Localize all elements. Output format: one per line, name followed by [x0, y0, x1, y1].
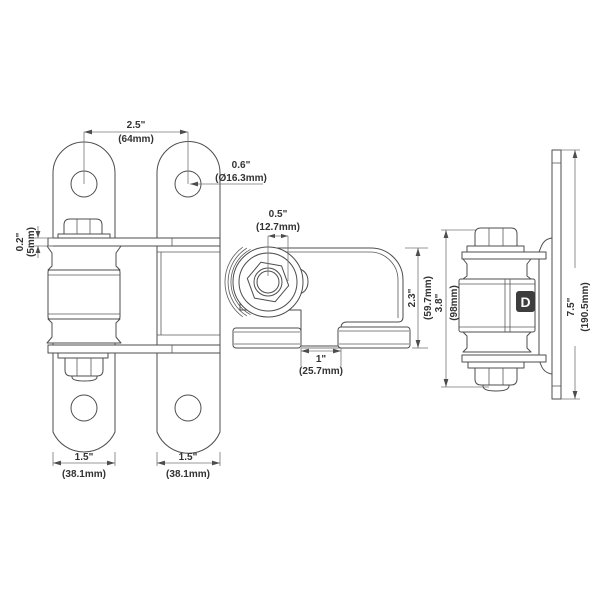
dim-bracket-thickness: 0.2" (5mm): [15, 226, 53, 258]
mounted-view: D 3.8" (98mm) 7.5" (190.5mm): [434, 149, 591, 400]
strap-hole: [174, 394, 202, 422]
front-view: 2.5" (64mm) 0.6" (Ø16.3mm) 0.2" (5mm): [15, 120, 267, 480]
dim-left-strap-width-in: 1.5": [75, 452, 94, 463]
dim-plate-length: 7.5" (190.5mm): [561, 149, 591, 400]
bottom-hex-nut: [64, 357, 104, 377]
dim-body-height-mm: (59.7mm): [423, 276, 434, 320]
mounted-lower-arm: [461, 354, 547, 363]
dim-strap-gap-mm: (25.7mm): [299, 366, 343, 377]
strap-hole: [70, 394, 98, 422]
dim-plate-length-mm: (190.5mm): [580, 282, 591, 331]
dim-right-strap-width-mm: (38.1mm): [166, 469, 210, 480]
dim-hole-diameter-mm: (Ø16.3mm): [215, 173, 267, 184]
dim-pin-diameter-in: 0.5": [269, 209, 288, 220]
brand-logo-letter: D: [520, 294, 530, 310]
dim-hinge-height-in: 3.8": [434, 293, 445, 312]
dim-hole-diameter: 0.6" (Ø16.3mm): [190, 160, 267, 187]
dim-left-strap-width: 1.5" (38.1mm): [52, 452, 116, 480]
dim-plate-length-in: 7.5": [566, 297, 577, 316]
dim-hinge-height-mm: (98mm): [449, 285, 460, 321]
dim-left-strap-width-mm: (38.1mm): [62, 469, 106, 480]
dim-hole-spacing: 2.5" (64mm): [83, 120, 189, 184]
dim-pin-diameter: 0.5" (12.7mm): [256, 209, 300, 281]
dim-bracket-thickness-in: 0.2": [15, 232, 26, 251]
side-left-strap-section: [232, 327, 302, 349]
dim-hinge-height: 3.8" (98mm): [434, 229, 489, 388]
front-right-strap: [156, 141, 221, 454]
side-view: 0.5" (12.7mm) 2.3" (59.7mm) 1" (25.7mm): [224, 209, 434, 377]
bracket-lower-arm: [47, 344, 221, 354]
dim-strap-gap-in: 1": [316, 354, 327, 365]
mounted-top-washer: [466, 245, 525, 253]
hinge-barrel: [47, 269, 121, 320]
lower-bushing: [46, 318, 122, 344]
top-washer: [57, 233, 111, 239]
bottom-washer: [57, 352, 109, 359]
dim-strap-gap: 1" (25.7mm): [299, 348, 343, 377]
dim-body-height: 2.3" (59.7mm): [405, 247, 434, 349]
dim-bracket-thickness-mm: (5mm): [26, 227, 37, 257]
mounted-bottom-hex-nut: [474, 367, 518, 386]
dim-right-strap-width: 1.5" (38.1mm): [156, 452, 221, 480]
dim-hole-spacing-in: 2.5": [127, 120, 146, 131]
mounted-lower-bushing: [462, 331, 532, 353]
upper-bushing: [46, 245, 122, 271]
mounted-upper-arm: [461, 251, 547, 260]
dim-body-height-in: 2.3": [407, 288, 418, 307]
mounting-plate: [551, 149, 562, 400]
bolt-end-cap: [71, 375, 98, 382]
bracket-upper-arm: [47, 237, 221, 247]
mounted-bolt-end-cap: [482, 384, 510, 392]
dim-pin-diameter-mm: (12.7mm): [256, 222, 300, 233]
mounted-bottom-washer: [467, 361, 525, 369]
mounted-top-hex-bolt: [474, 227, 518, 247]
mounted-upper-bushing: [462, 258, 532, 280]
top-hex-bolt: [63, 218, 103, 235]
dim-hole-spacing-mm: (64mm): [118, 134, 154, 145]
side-right-strap-section: [337, 326, 411, 349]
dim-right-strap-width-in: 1.5": [179, 452, 198, 463]
dim-hole-diameter-in: 0.6": [232, 160, 251, 171]
brand-logo: [516, 291, 535, 312]
